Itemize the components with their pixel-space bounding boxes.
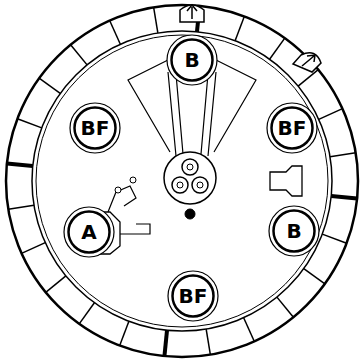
boss-ring (70, 103, 120, 153)
pivot (130, 177, 136, 183)
segment-divider (46, 276, 66, 292)
part-circle-outline (172, 40, 213, 81)
arrow-symbol (302, 55, 315, 66)
segment-divider (304, 269, 325, 284)
arm (120, 224, 150, 234)
mount-block (270, 166, 302, 196)
segment-divider (330, 153, 356, 157)
hub (164, 152, 216, 204)
boss-ring (64, 207, 114, 257)
part-circle: BF (171, 274, 215, 318)
segment-divider (164, 330, 167, 356)
segment-divider (7, 163, 33, 166)
arrow-symbol (187, 5, 197, 19)
hub-hole (197, 182, 203, 188)
ring-segments (7, 6, 357, 356)
segment-divider (79, 303, 94, 324)
inner-rim-edge (36, 35, 328, 327)
segment-divider (319, 109, 343, 120)
segment-divider (110, 21, 121, 45)
segment-divider (331, 196, 357, 199)
segment-divider (322, 234, 346, 243)
part-label: BF (179, 286, 208, 306)
part-label: B (286, 221, 301, 241)
part-circle-outline (272, 108, 313, 149)
outer-rim (6, 5, 358, 357)
part-circle: B (170, 38, 214, 82)
segment-divider (206, 329, 210, 355)
segment-divider (154, 7, 158, 33)
hub-hole (192, 177, 208, 193)
hub-hole (172, 177, 188, 193)
segment-divider (17, 119, 41, 128)
arrow-tab (180, 5, 204, 22)
inner-rim (32, 31, 332, 331)
part-circle-outline (69, 212, 110, 253)
segment-divider (22, 243, 46, 254)
segment-divider (277, 297, 293, 317)
part-circle: BF (73, 106, 117, 150)
segment-divider (71, 45, 87, 65)
segment-divider (235, 16, 244, 40)
segment-divider (39, 78, 60, 93)
part-circle-outline (173, 276, 214, 317)
part-circle-outline (75, 108, 116, 149)
arrow-tab (293, 53, 321, 72)
part-circle: B (272, 209, 316, 253)
segment-divider (8, 205, 34, 209)
part-circle-outline (274, 211, 315, 252)
screw (185, 209, 195, 219)
segment-divider (244, 318, 255, 342)
part-circle: A (67, 210, 111, 254)
segment-divider (298, 70, 318, 86)
part-label: BF (81, 118, 110, 138)
segment-divider (120, 321, 129, 345)
hub-hole (177, 182, 183, 188)
hub-hole (182, 159, 198, 175)
hub-hole (187, 164, 193, 170)
boss-ring (167, 35, 217, 85)
pivot (115, 187, 121, 193)
boss-ring (267, 103, 317, 153)
lever (108, 186, 136, 212)
part-label: A (81, 222, 96, 242)
segment-divider (270, 38, 285, 59)
part-label: BF (278, 118, 307, 138)
part-circle: BF (270, 106, 314, 150)
boss-ring (168, 271, 218, 321)
boss-ring (269, 206, 319, 256)
part-label: B (184, 50, 199, 70)
